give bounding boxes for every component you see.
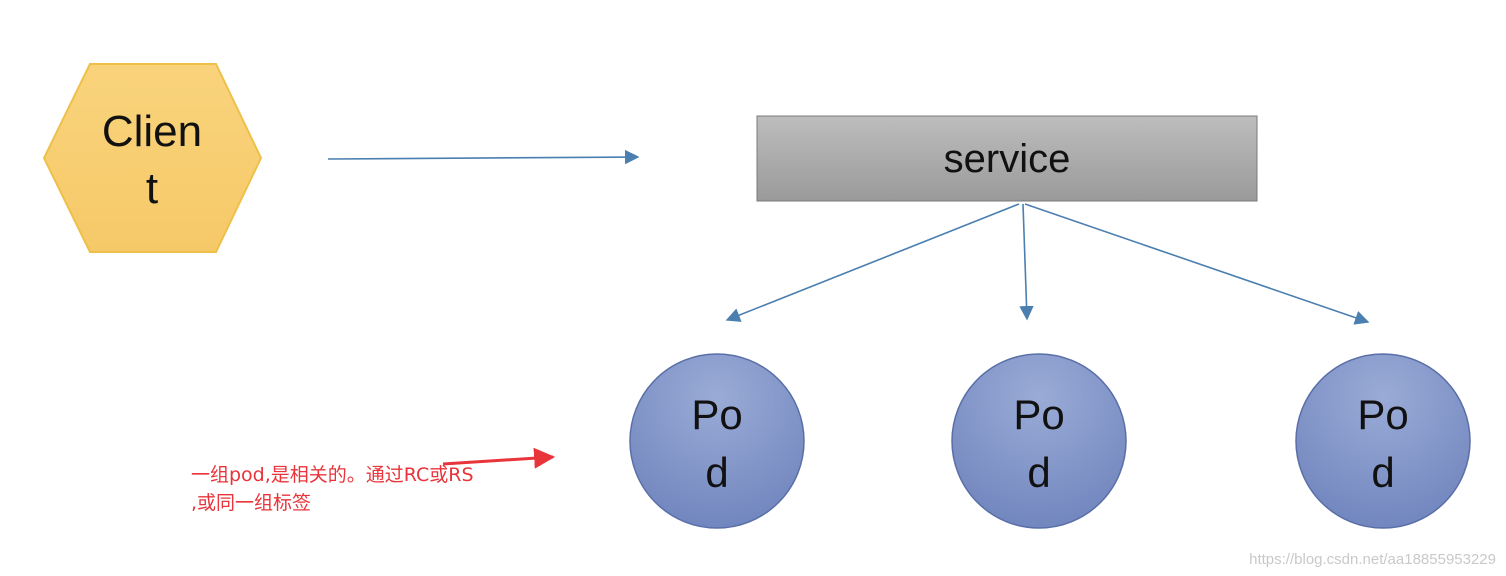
client-label-line2: t <box>146 164 158 213</box>
client-to-service-arrow <box>327 149 640 165</box>
pod-circle-shape <box>951 353 1127 529</box>
pod-label-line1: Po <box>1013 391 1064 438</box>
pod-circle-shape <box>1295 353 1471 529</box>
service-box-shape <box>756 115 1258 202</box>
pod-node-3: Po d <box>1295 353 1471 529</box>
annotation-text: 一组pod,是相关的。通过RC或RS ,或同一组标签 <box>191 461 521 517</box>
service-node: service <box>756 115 1258 202</box>
client-node: Clien t <box>42 63 263 253</box>
pod-label-line2: d <box>1371 449 1394 496</box>
service-to-pod-3-arrow <box>1024 203 1370 325</box>
pod-node-2: Po d <box>951 353 1127 529</box>
client-hexagon-shape <box>42 63 263 253</box>
pod-node-1: Po d <box>629 353 805 529</box>
service-to-pod-2-arrow <box>1019 203 1034 321</box>
pod-circle-shape <box>629 353 805 529</box>
service-to-pod-1-arrow <box>725 203 1020 322</box>
pod-label-line2: d <box>705 449 728 496</box>
client-label-line1: Clien <box>102 107 202 156</box>
pod-label-line2: d <box>1027 449 1050 496</box>
watermark: https://blog.csdn.net/aa18855953229 <box>1249 551 1496 568</box>
pod-label-line1: Po <box>691 391 742 438</box>
service-label: service <box>944 137 1071 181</box>
annotation-line1: 一组pod,是相关的。通过RC或RS <box>191 464 474 486</box>
pod-label-line1: Po <box>1357 391 1408 438</box>
annotation-line2: ,或同一组标签 <box>191 492 312 514</box>
annotation-arrow <box>442 447 556 469</box>
